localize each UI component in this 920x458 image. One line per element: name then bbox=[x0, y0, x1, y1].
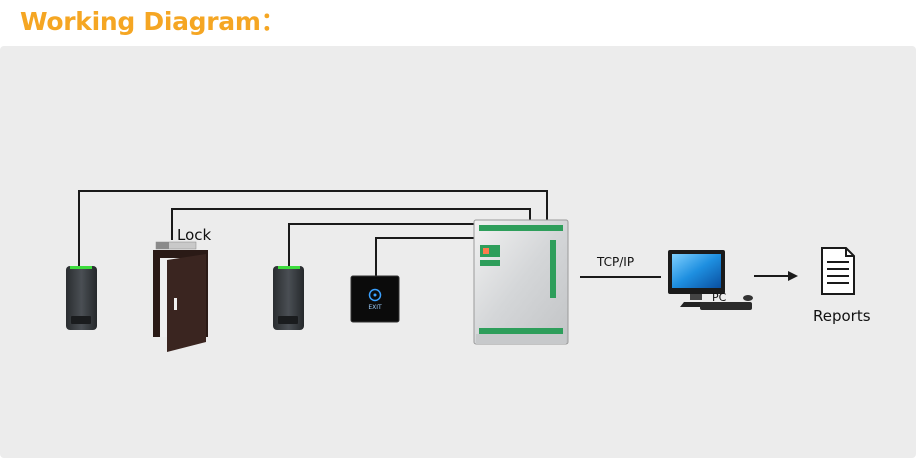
magnetic-lock-icon bbox=[155, 241, 197, 250]
wire-lock-controller bbox=[171, 208, 531, 240]
access-controller-board-icon bbox=[473, 219, 569, 345]
lock-label: Lock bbox=[177, 226, 212, 244]
computer-icon bbox=[668, 250, 753, 310]
card-reader-icon bbox=[273, 266, 304, 330]
tcp-ip-label: TCP/IP bbox=[597, 255, 635, 269]
door-icon bbox=[153, 250, 208, 352]
exit-button-label: EXIT bbox=[368, 304, 382, 311]
document-icon bbox=[821, 247, 855, 295]
card-reader-icon bbox=[66, 266, 97, 330]
wire-reader1-controller bbox=[78, 190, 548, 268]
header: Working Diagram： bbox=[0, 0, 920, 46]
diagram-panel bbox=[0, 46, 916, 458]
page-title: Working Diagram： bbox=[20, 7, 286, 36]
pc-label: PC bbox=[712, 291, 727, 304]
exit-button-icon: EXIT bbox=[350, 275, 400, 323]
arrow-to-reports bbox=[754, 271, 798, 281]
reports-label: Reports bbox=[813, 307, 871, 325]
